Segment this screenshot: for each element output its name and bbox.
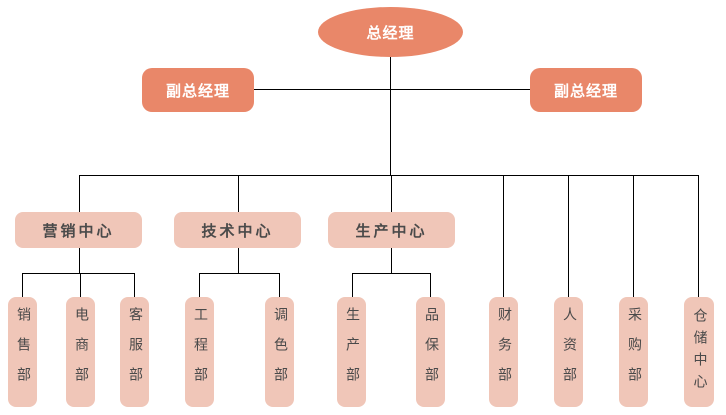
connector-drop-hr	[568, 175, 569, 297]
connector-drop-warehouse	[698, 175, 699, 297]
connector-drop-finance	[503, 175, 504, 297]
node-engineering-dept: 工程部	[185, 297, 214, 407]
node-manufacturing-dept: 生产部	[337, 297, 366, 407]
node-deputy-general-manager-right: 副总经理	[530, 68, 642, 112]
connector-drop-qa	[430, 273, 431, 297]
connector-drop-purchasing	[633, 175, 634, 297]
connector-technology-rail	[199, 273, 280, 274]
connector-drop-engineering	[199, 273, 200, 297]
connector-deputy-horizontal	[254, 89, 530, 90]
node-deputy-general-manager-left: 副总经理	[142, 68, 254, 112]
connector-main-rail	[79, 175, 698, 176]
connector-technology-stem	[238, 248, 239, 273]
connector-marketing-rail	[22, 273, 135, 274]
node-technology-center: 技术中心	[174, 212, 301, 248]
connector-drop-technology	[238, 175, 239, 212]
connector-drop-coloring	[279, 273, 280, 297]
connector-drop-ecommerce	[80, 273, 81, 297]
node-general-manager: 总经理	[318, 7, 463, 57]
node-marketing-center: 营销中心	[15, 212, 142, 248]
connector-drop-production	[391, 175, 392, 212]
node-purchasing-dept: 采购部	[619, 297, 648, 407]
node-hr-dept: 人资部	[554, 297, 583, 407]
connector-marketing-stem	[79, 248, 80, 273]
connector-root-vertical	[390, 57, 391, 175]
node-production-center: 生产中心	[328, 212, 455, 248]
connector-drop-sales	[22, 273, 23, 297]
node-warehouse-center: 仓储中心	[684, 297, 714, 407]
connector-production-stem	[391, 248, 392, 273]
node-coloring-dept: 调色部	[265, 297, 294, 407]
connector-production-rail	[352, 273, 431, 274]
node-customer-service-dept: 客服部	[120, 297, 149, 407]
connector-drop-service	[134, 273, 135, 297]
node-ecommerce-dept: 电商部	[66, 297, 95, 407]
connector-drop-manufacturing	[352, 273, 353, 297]
node-sales-dept: 销售部	[8, 297, 37, 407]
connector-drop-marketing	[79, 175, 80, 212]
node-finance-dept: 财务部	[489, 297, 518, 407]
node-quality-assurance-dept: 品保部	[416, 297, 445, 407]
